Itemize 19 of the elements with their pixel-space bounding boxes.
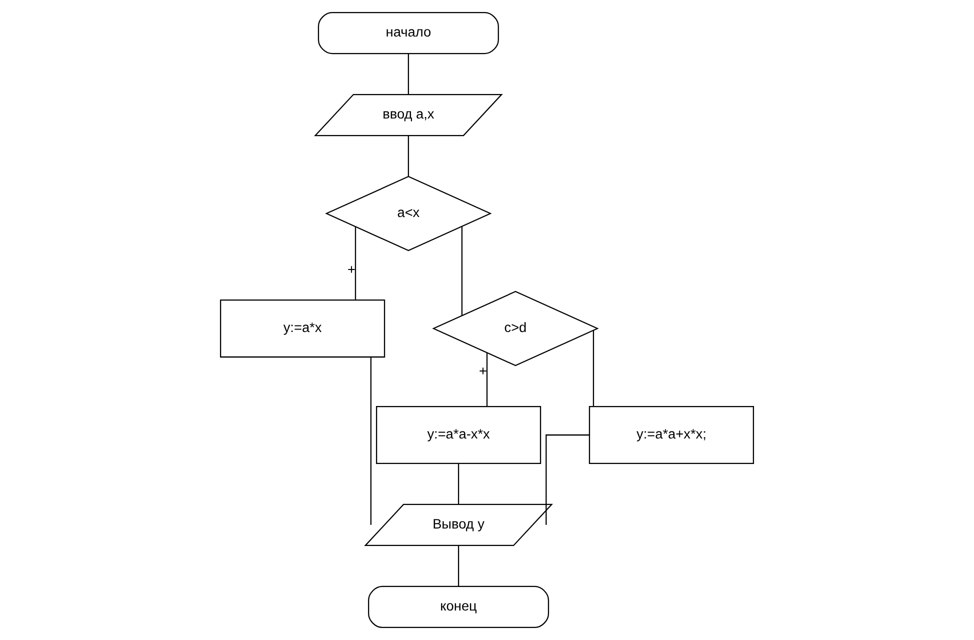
edge-label: + bbox=[479, 364, 488, 379]
node-box: начало bbox=[318, 12, 499, 54]
connector bbox=[370, 357, 372, 525]
connector bbox=[458, 464, 460, 504]
connector bbox=[408, 54, 409, 94]
node-box: y:=a*a-x*x bbox=[376, 406, 542, 464]
connector bbox=[458, 546, 460, 586]
connector bbox=[546, 434, 590, 525]
node-box: конец bbox=[368, 586, 550, 628]
connector bbox=[486, 352, 488, 406]
edge-label: + bbox=[348, 262, 356, 278]
node-box: y:=a*a+x*x; bbox=[588, 406, 754, 464]
node-diamond: c>d bbox=[432, 290, 599, 366]
connector bbox=[592, 330, 594, 406]
connector bbox=[354, 226, 356, 300]
node-diamond: a<x bbox=[325, 176, 492, 252]
connector bbox=[461, 226, 463, 316]
node-box: y:=a*x bbox=[220, 300, 386, 358]
connector bbox=[408, 136, 409, 176]
